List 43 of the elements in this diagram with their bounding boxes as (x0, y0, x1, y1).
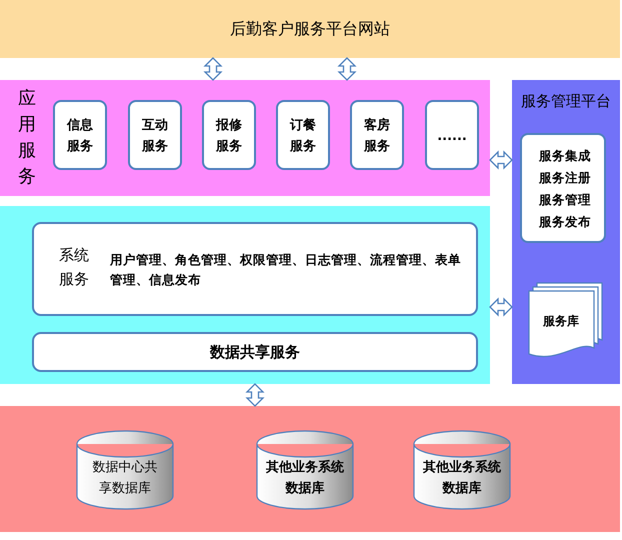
layer-band (0, 80, 490, 196)
service-label: 报修服务 (215, 117, 243, 156)
service-label: 客房服务 (363, 116, 391, 156)
double-arrow (203, 57, 223, 81)
service-box (53, 100, 107, 170)
database-cylinder (256, 430, 354, 510)
database-label: 数据中心共享数据库 (92, 459, 158, 498)
service-box (32, 332, 478, 372)
double-arrow (489, 297, 513, 317)
system-label: 系统服务 (58, 245, 90, 290)
platform-title: 服务管理平台 (521, 91, 611, 112)
band-title: 后勤客户服务平台网站 (230, 18, 390, 40)
service-box (202, 100, 256, 170)
service-item: 服务集成 (539, 147, 591, 165)
service-label: ...... (437, 128, 467, 146)
service-box (32, 222, 478, 316)
service-label: 订餐服务 (289, 117, 317, 156)
double-arrow (245, 383, 265, 407)
service-label: 数据共享服务 (210, 342, 300, 363)
document-shape (528, 282, 604, 358)
service-box (425, 100, 479, 170)
service-item: 服务注册 (539, 169, 591, 187)
service-item: 服务管理 (539, 191, 591, 209)
document-label: 服务库 (543, 313, 579, 330)
database-label: 其他业务系统数据库 (422, 458, 502, 498)
layer-band (0, 206, 490, 384)
title-band (0, 0, 620, 58)
double-arrow (489, 150, 513, 170)
double-arrow (337, 57, 357, 81)
service-item: 服务发布 (539, 213, 591, 231)
platform-panel (512, 80, 620, 384)
service-box (128, 100, 182, 170)
service-box (520, 133, 606, 243)
service-label: 信息服务 (66, 117, 94, 156)
database-label: 其他业务系统数据库 (265, 458, 345, 498)
service-label: 互动服务 (141, 117, 169, 156)
service-box (276, 100, 330, 170)
function-list: 用户管理、角色管理、权限管理、日志管理、流程管理、表单管理、信息发布 (110, 250, 470, 290)
layer-title: 应用服务 (18, 86, 36, 190)
layer-band (0, 406, 620, 532)
database-cylinder (76, 430, 174, 510)
database-cylinder (413, 430, 511, 510)
service-box (350, 100, 404, 170)
